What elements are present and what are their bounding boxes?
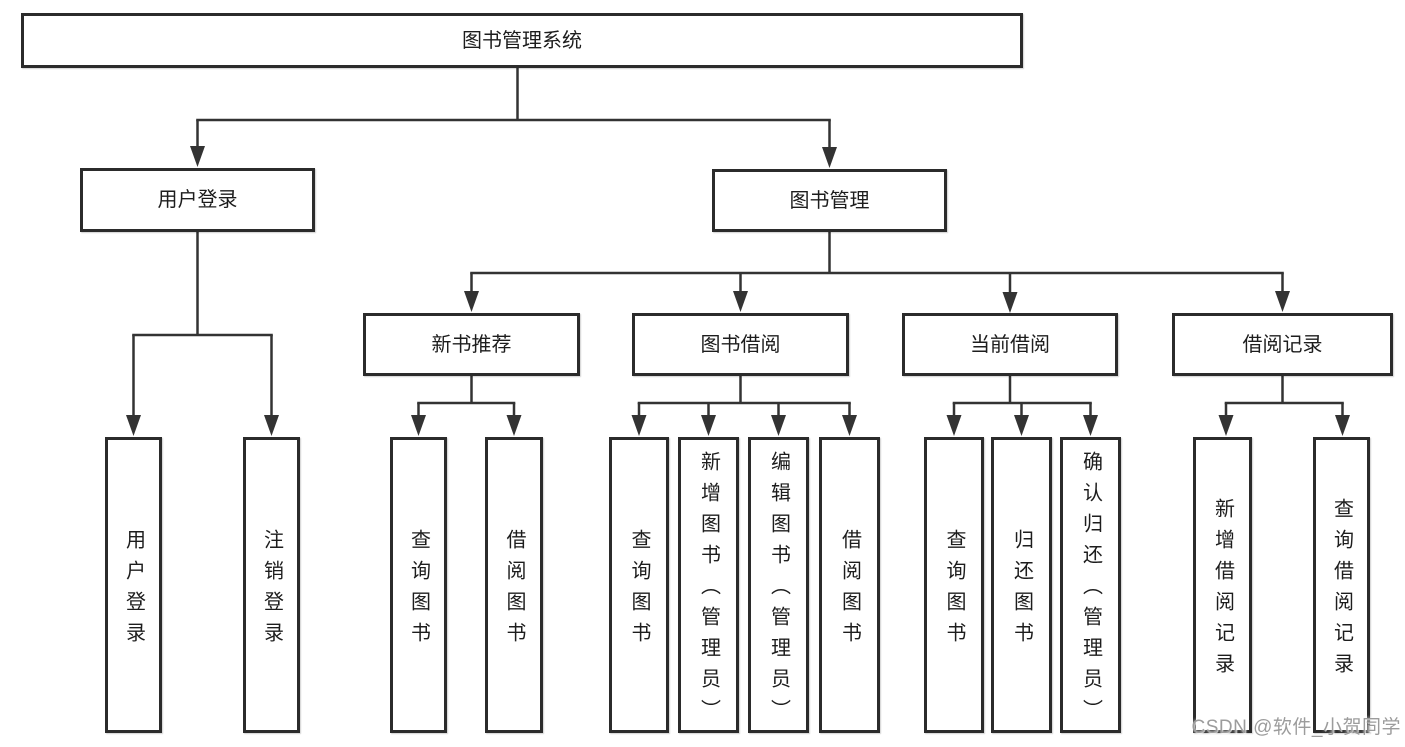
- arrowhead-icon: [1014, 415, 1029, 436]
- node-root: 图书管理系统: [21, 13, 1023, 68]
- node-label: 当前借阅: [970, 333, 1050, 356]
- arrowhead-icon: [771, 415, 786, 436]
- watermark: CSDN @软件_小贺同学: [1191, 717, 1401, 738]
- arrowhead-icon: [1083, 415, 1098, 436]
- node-label: 借阅图书: [503, 528, 525, 653]
- node-label: 新书推荐: [431, 333, 512, 356]
- arrowhead-icon: [411, 415, 426, 436]
- node-v-borrow-book-2: 借阅图书: [819, 437, 880, 733]
- node-borrow-record: 借阅记录: [1172, 313, 1393, 376]
- arrowhead-icon: [733, 291, 748, 312]
- arrowhead-icon: [1335, 415, 1350, 436]
- node-label: 确认归还（管理员）: [1079, 451, 1102, 730]
- arrowhead-icon: [1275, 291, 1290, 312]
- arrowhead-icon: [631, 415, 647, 436]
- node-book-borrow: 图书借阅: [632, 313, 849, 376]
- node-label: 查询图书: [943, 528, 965, 653]
- arrowhead-icon: [506, 415, 522, 436]
- node-new-book-recommend: 新书推荐: [363, 313, 580, 376]
- node-v-edit-book: 编辑图书（管理员）: [748, 437, 809, 733]
- arrowhead-icon: [464, 291, 479, 312]
- node-label: 图书管理: [789, 189, 870, 212]
- node-label: 查询图书: [407, 528, 430, 653]
- arrowhead-icon: [701, 415, 716, 436]
- node-label: 图书借阅: [700, 333, 781, 356]
- node-label: 归还图书: [1010, 528, 1033, 653]
- node-book-management: 图书管理: [712, 169, 947, 232]
- arrowhead-icon: [946, 415, 962, 436]
- node-v-add-book: 新增图书（管理员）: [678, 437, 739, 733]
- arrowhead-icon: [190, 146, 205, 167]
- node-v-return-book: 归还图书: [991, 437, 1052, 733]
- node-user-login: 用户登录: [80, 168, 315, 232]
- arrowhead-icon: [264, 415, 279, 436]
- node-label: 编辑图书（管理员）: [767, 451, 790, 730]
- node-v-borrow-book-1: 借阅图书: [485, 437, 543, 733]
- node-v-query-borrow-record: 查询借阅记录: [1313, 437, 1370, 733]
- arrowhead-icon: [126, 415, 141, 436]
- node-label: 用户登录: [122, 528, 145, 653]
- node-current-borrow: 当前借阅: [902, 313, 1118, 376]
- arrowhead-icon: [842, 415, 857, 436]
- node-label: 用户登录: [157, 189, 238, 211]
- arrowhead-icon: [822, 147, 837, 168]
- node-label: 借阅记录: [1242, 333, 1323, 356]
- node-v-query-book-2: 查询图书: [609, 437, 669, 733]
- arrowhead-icon: [1002, 292, 1018, 313]
- node-v-query-book-3: 查询图书: [924, 437, 984, 733]
- node-label: 新增借阅记录: [1211, 497, 1234, 684]
- node-label: 借阅图书: [838, 528, 861, 653]
- node-label: 查询借阅记录: [1330, 497, 1353, 684]
- node-v-query-book-1: 查询图书: [390, 437, 447, 733]
- node-v-confirm-return: 确认归还（管理员）: [1060, 437, 1121, 733]
- node-v-logout: 注销登录: [243, 437, 300, 733]
- node-v-user-login: 用户登录: [105, 437, 162, 733]
- arrowhead-icon: [1218, 415, 1234, 436]
- node-v-add-borrow-record: 新增借阅记录: [1193, 437, 1252, 733]
- node-label: 查询图书: [628, 528, 650, 653]
- node-label: 图书管理系统: [462, 29, 582, 52]
- node-label: 新增图书（管理员）: [697, 451, 720, 730]
- node-label: 注销登录: [260, 528, 283, 653]
